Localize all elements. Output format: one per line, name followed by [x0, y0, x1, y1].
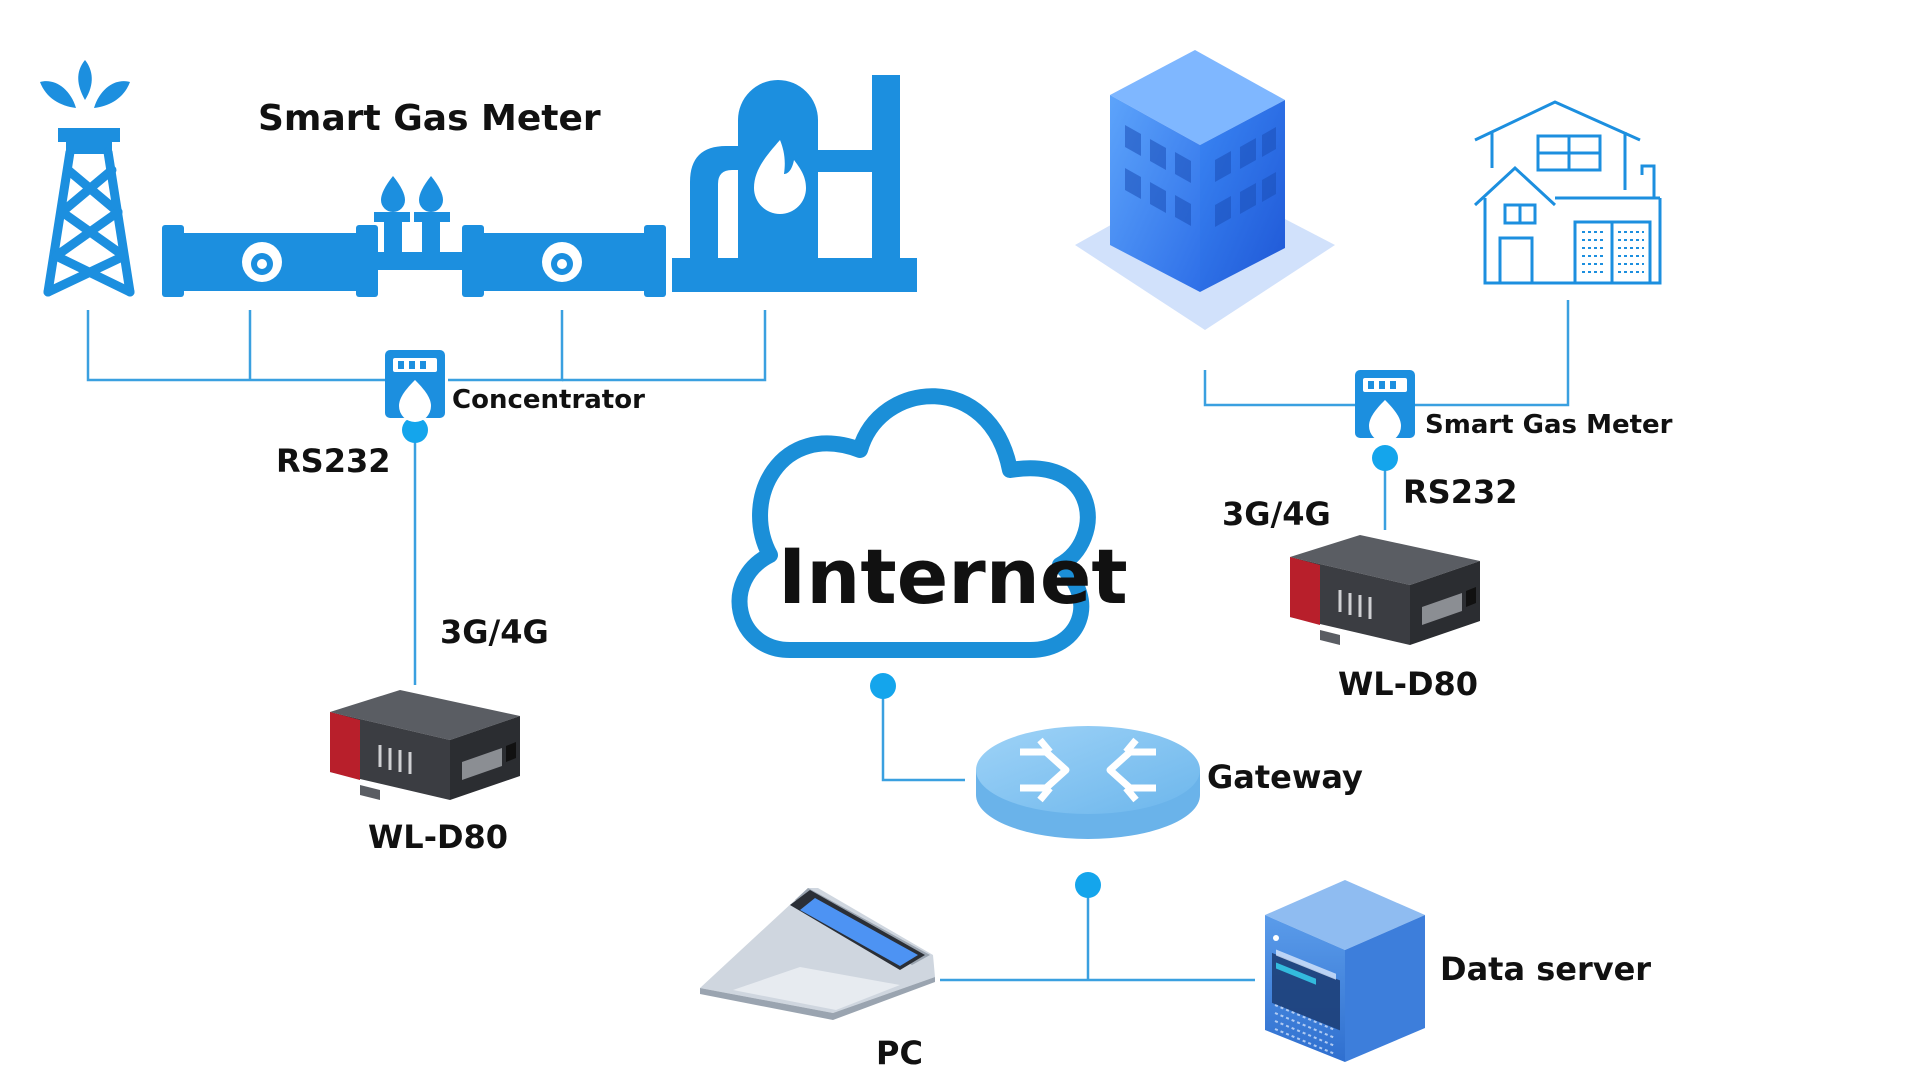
server-icon	[1265, 880, 1425, 1062]
label-internet: Internet	[778, 532, 1128, 621]
label-device-left: WL-D80	[368, 818, 509, 856]
bus-building	[1203, 370, 1360, 407]
bus-house	[1410, 300, 1570, 407]
router-icon	[976, 726, 1200, 839]
connection-lines	[86, 300, 1570, 982]
wl-d80-modem-icon-left	[330, 690, 520, 800]
house-icon	[1473, 100, 1662, 285]
label-3g4g-right: 3G/4G	[1222, 495, 1331, 533]
label-smart-gas-meter-top: Smart Gas Meter	[258, 98, 601, 139]
label-gateway: Gateway	[1207, 758, 1363, 796]
oil-derrick-icon	[40, 60, 135, 297]
gas-pipeline-icon	[162, 176, 666, 297]
connection-nodes	[402, 417, 1398, 898]
office-building-icon	[1075, 50, 1335, 330]
label-rs232-right: RS232	[1403, 473, 1518, 511]
label-rs232-left: RS232	[276, 442, 391, 480]
bus-plant	[562, 310, 767, 382]
bus-derrick	[86, 310, 413, 382]
wl-d80-modem-icon-right	[1290, 535, 1480, 645]
gas-meter-icon-right	[1355, 370, 1415, 442]
label-pc: PC	[876, 1034, 923, 1072]
gas-meter-icon-concentrator	[385, 350, 445, 422]
label-3g4g-left: 3G/4G	[440, 613, 549, 651]
node-meter-right	[1372, 445, 1398, 471]
node-gateway	[1075, 872, 1101, 898]
label-device-right: WL-D80	[1338, 665, 1479, 703]
bus-pipe-right	[448, 310, 564, 382]
label-concentrator: Concentrator	[452, 385, 645, 415]
laptop-icon	[700, 888, 935, 1020]
label-data-server: Data server	[1440, 950, 1652, 988]
cloud-icon	[731, 388, 1096, 658]
line-internet-gateway	[881, 686, 965, 782]
gas-plant-icon	[672, 75, 917, 292]
node-internet	[870, 673, 896, 699]
node-concentrator	[402, 417, 428, 443]
label-smart-gas-meter-right: Smart Gas Meter	[1425, 410, 1673, 440]
